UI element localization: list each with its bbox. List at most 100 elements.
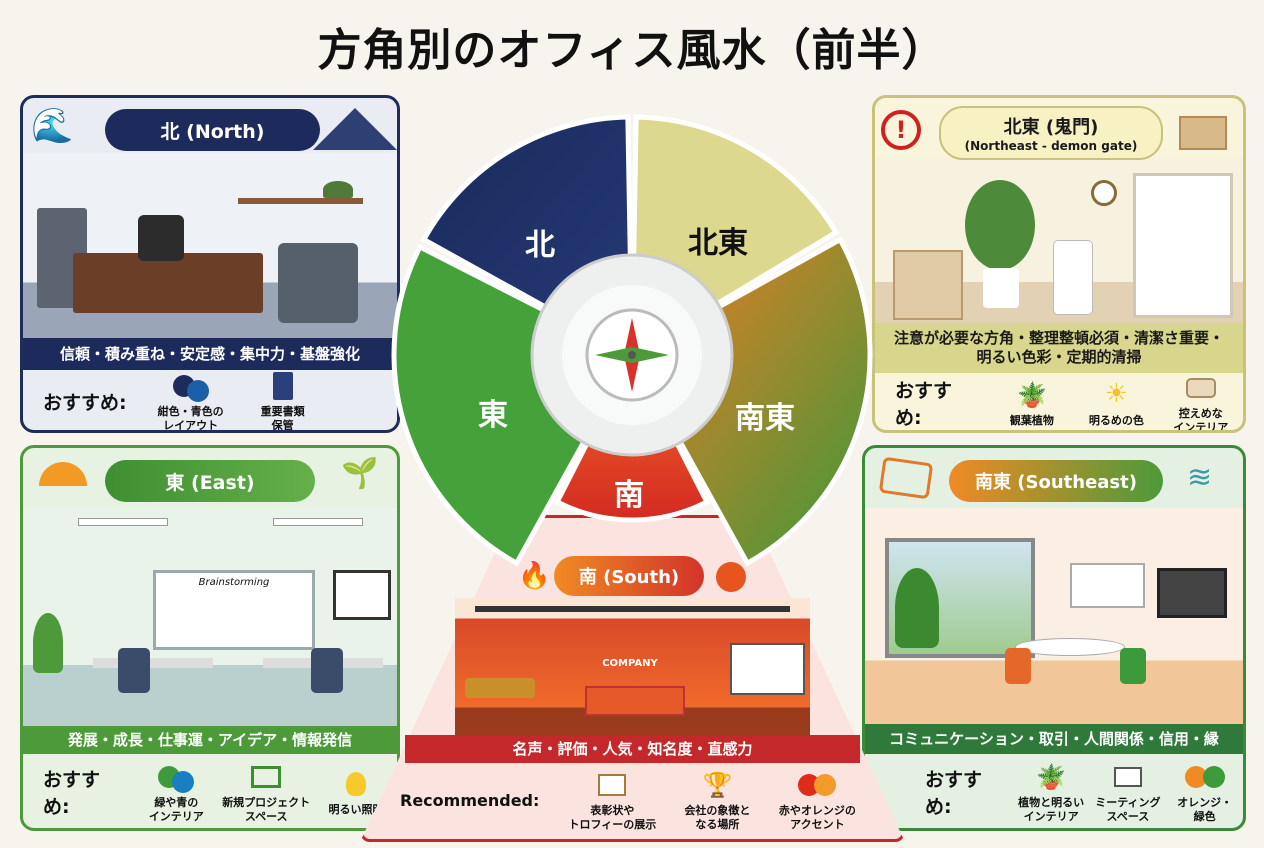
south-rec-item: 表彰状や トロフィーの展示 xyxy=(557,769,667,831)
meeting-icon xyxy=(1113,761,1142,793)
chair-green xyxy=(1120,648,1146,684)
office-chair xyxy=(138,215,184,261)
podium-desk xyxy=(585,686,685,716)
item-label: 重要書類 保管 xyxy=(260,405,305,432)
office-chair xyxy=(118,648,150,693)
north-office-illustration xyxy=(23,153,397,338)
northeast-rec-item: ☀ 明るめの色 xyxy=(1074,379,1158,427)
item-label: 会社の象徴と なる場所 xyxy=(684,804,751,831)
east-rec-item: 明るい照明 xyxy=(315,768,397,816)
ceiling-light xyxy=(78,518,168,526)
certificate-icon xyxy=(598,769,627,801)
wind-icon: ≋ xyxy=(1187,460,1213,495)
wave-icon: 🌊 xyxy=(31,106,74,146)
item-label: 緑や青の インテリア xyxy=(148,796,204,823)
window xyxy=(885,538,1035,658)
orange-green-dots-icon xyxy=(1184,761,1225,793)
wheel-label-south: 南 xyxy=(614,478,644,513)
northeast-office-illustration xyxy=(875,158,1243,323)
sunrise-icon xyxy=(39,462,87,486)
plant-icon: 🪴 xyxy=(1016,380,1047,409)
presentation-board xyxy=(730,643,805,695)
keywords-line-2: 明るい色彩・定期的清掃 xyxy=(976,348,1142,366)
southeast-office-illustration xyxy=(865,508,1243,726)
wheel-label-northeast: 北東 xyxy=(688,226,748,261)
network-icon xyxy=(878,456,934,500)
compass-icon xyxy=(585,308,679,402)
north-rec-item: 重要書類 保管 xyxy=(237,370,329,432)
northeast-title: 北東 (鬼門) xyxy=(1003,117,1099,138)
south-rec-item: 🏆 会社の象徴と なる場所 xyxy=(667,769,767,831)
boxes-icon xyxy=(1179,116,1227,150)
item-label: 明るい照明 xyxy=(328,802,384,816)
east-rec-item: 緑や青の インテリア xyxy=(135,761,217,823)
bagua-ring xyxy=(530,253,734,457)
wall-shelf xyxy=(238,198,363,204)
red-orange-dots-icon xyxy=(798,769,837,801)
sun-icon: ☀ xyxy=(1104,379,1128,410)
bookshelf xyxy=(1133,173,1233,318)
south-rec-label: Recommended: xyxy=(400,790,540,810)
wheel-label-north: 北 xyxy=(525,228,555,263)
southeast-header: 南東 (Southeast) xyxy=(949,460,1163,502)
northeast-rec-label: おすすめ: xyxy=(895,380,953,429)
northeast-rec-item: 控えめな インテリア xyxy=(1159,372,1243,430)
whiteboard xyxy=(1070,563,1145,608)
east-office-illustration: Brainstorming xyxy=(23,508,397,726)
sofa-icon xyxy=(1185,372,1216,404)
item-label: 植物と明るい インテリア xyxy=(1018,796,1085,823)
north-keywords: 信頼・積み重ね・安定感・集中力・基盤強化 xyxy=(23,338,397,370)
east-header: 東 (East) xyxy=(105,460,315,502)
northeast-panel: ! 北東 (鬼門) (Northeast - demon gate) 注意が必要… xyxy=(872,95,1246,433)
wall-clock xyxy=(1091,180,1117,206)
lightbulb-icon xyxy=(346,768,367,800)
north-header: 北 (North) xyxy=(105,109,320,151)
item-label: オレンジ・ 緑色 xyxy=(1177,796,1233,823)
northeast-keywords: 注意が必要な方角・整理整頓必須・清潔さ重要・ 明るい色彩・定期的清掃 xyxy=(875,323,1243,373)
wheel-label-southeast: 南東 xyxy=(735,401,795,436)
south-header: 南 (South) xyxy=(554,556,704,596)
video-screen xyxy=(1157,568,1227,618)
office-chair xyxy=(311,648,343,693)
north-rec-label: おすすめ: xyxy=(43,391,127,414)
chair-orange xyxy=(1005,648,1031,684)
green-blue-dots-icon xyxy=(158,761,195,794)
document-icon xyxy=(272,370,293,402)
northeast-header: 北東 (鬼門) (Northeast - demon gate) xyxy=(939,106,1163,160)
air-purifier xyxy=(1053,240,1093,315)
plant-pot xyxy=(983,268,1019,308)
trophy-icon: 🏆 xyxy=(702,770,733,799)
drawer-cabinet xyxy=(893,250,963,320)
south-keywords: 名声・評価・人気・知名度・直感力 xyxy=(405,735,860,763)
ceiling-light xyxy=(273,518,363,526)
southeast-keywords: コミュニケーション・取引・人間関係・信用・縁 xyxy=(865,724,1243,754)
lighting-truss xyxy=(475,606,790,612)
item-label: 表彰状や トロフィーの展示 xyxy=(568,804,657,831)
item-label: ミーティング スペース xyxy=(1095,796,1161,823)
compass-needle-ew xyxy=(595,347,669,363)
southeast-rec-item: ミーティング スペース xyxy=(1090,761,1167,823)
item-label: 観葉植物 xyxy=(1009,413,1054,427)
navy-blue-dots-icon xyxy=(172,370,209,403)
desk xyxy=(93,658,213,668)
southeast-panel: ≋ 南東 (Southeast) コミュニケーション・取引・人間関係・信用・縁 … xyxy=(862,445,1246,831)
east-panel: Brainstorming 🌱 東 (East) 発展・成長・仕事運・アイデア・… xyxy=(20,445,400,831)
whiteboard: Brainstorming xyxy=(153,570,315,650)
potted-plant xyxy=(895,568,939,648)
southeast-rec-item: オレンジ・ 緑色 xyxy=(1166,761,1243,823)
sprout-icon: 🌱 xyxy=(341,456,379,491)
northeast-subtitle: (Northeast - demon gate) xyxy=(964,139,1138,153)
keywords-line-1: 注意が必要な方角・整理整頓必須・清潔さ重要・ xyxy=(893,329,1224,348)
item-label: 赤やオレンジの アクセント xyxy=(778,804,856,831)
potted-plant xyxy=(33,613,63,673)
item-label: 明るめの色 xyxy=(1088,413,1144,427)
potted-plant-icon: 🪴 xyxy=(1036,762,1067,791)
fire-icon: 🔥 xyxy=(518,561,551,591)
turtle-figure xyxy=(323,181,353,198)
growth-chart-screen xyxy=(333,570,391,620)
item-label: 紺色・青色の レイアウト xyxy=(157,405,224,432)
east-rec-item: 新規プロジェクト スペース xyxy=(217,761,315,823)
north-panel: 🌊 北 (North) 信頼・積み重ね・安定感・集中力・基盤強化 おすすめ: 紺… xyxy=(20,95,400,433)
southeast-rec-item: 🪴 植物と明るい インテリア xyxy=(1013,761,1090,823)
desk xyxy=(73,253,263,313)
